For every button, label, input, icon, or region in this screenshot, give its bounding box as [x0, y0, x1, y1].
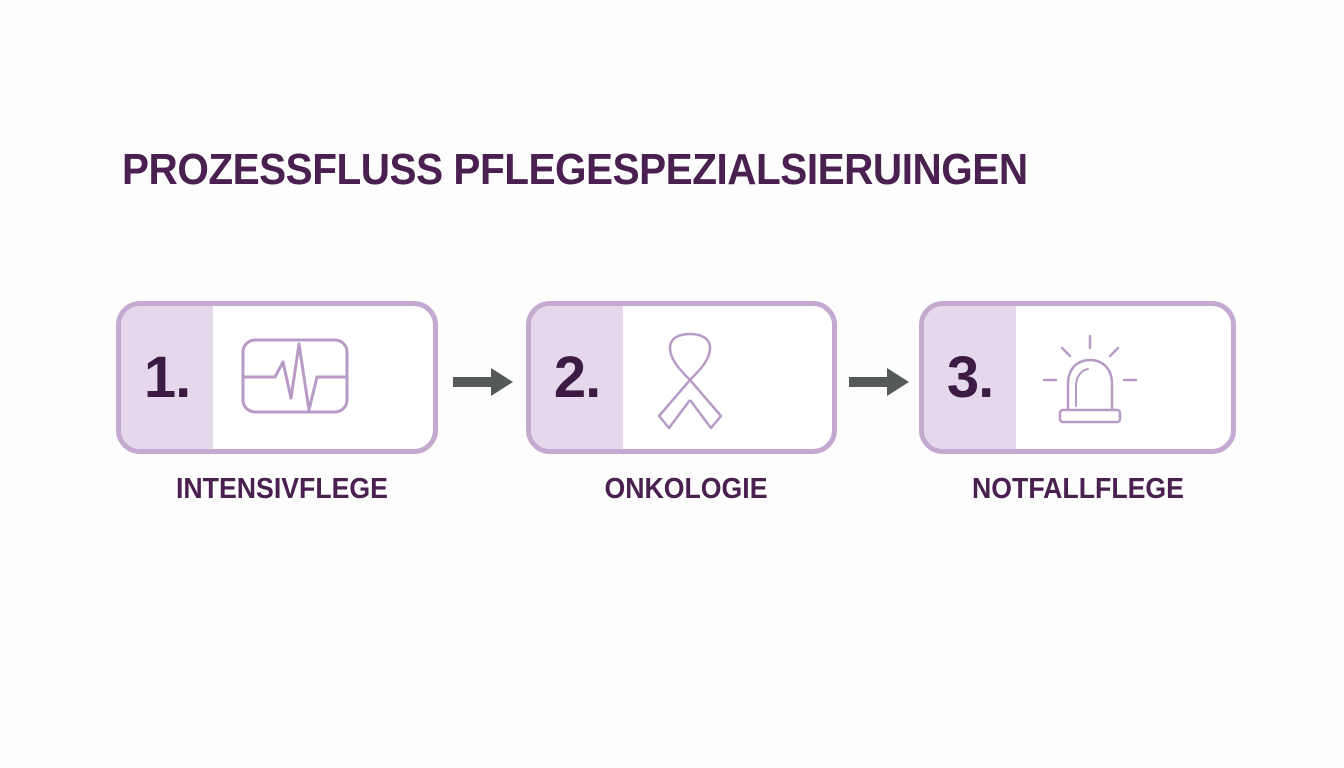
step-2-icon-panel [623, 306, 832, 449]
step-1-number: 1. [143, 345, 191, 410]
step-1-icon-panel [213, 306, 433, 449]
step-3-icon-panel [1016, 306, 1231, 449]
step-3-box: 3. [919, 301, 1236, 454]
step-1-label: INTENSIVFLEGE [175, 473, 388, 505]
step-1-box: 1. [116, 301, 438, 454]
arrow-right-icon [849, 368, 909, 396]
step-1-number-panel: 1. [121, 306, 213, 449]
step-2-label: ONKOLOGIE [604, 473, 768, 505]
arrow-right-icon [453, 368, 513, 396]
awareness-ribbon-icon [657, 332, 723, 430]
step-2-box: 2. [526, 301, 837, 454]
step-3-label: NOTFALLFLEGE [972, 473, 1184, 505]
step-2-number-panel: 2. [531, 306, 623, 449]
step-3-number: 3. [946, 345, 994, 410]
diagram-title: PROZESSFLUSS PFLEGESPEZIALSIERUINGEN [122, 145, 1028, 194]
step-3-number-panel: 3. [924, 306, 1016, 449]
heart-monitor-icon [241, 338, 349, 414]
emergency-siren-icon [1042, 334, 1138, 424]
step-2-number: 2. [553, 345, 601, 410]
